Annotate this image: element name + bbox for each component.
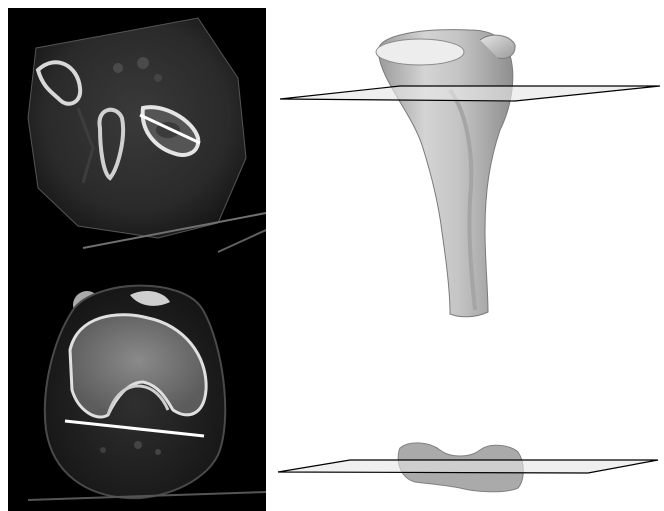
cutting-plane-lower <box>278 460 658 473</box>
femur-3d-model <box>270 0 664 511</box>
cutting-plane-upper <box>280 86 660 101</box>
ct-hip-image <box>8 8 266 270</box>
ct-knee-panel <box>8 270 266 511</box>
ct-knee-image <box>8 270 266 511</box>
proximal-bone-surface <box>378 30 513 317</box>
cup-opening <box>376 39 464 65</box>
ct-hip-panel <box>8 8 266 270</box>
soft-tissue <box>28 18 246 238</box>
femur-3d-render <box>270 0 664 511</box>
